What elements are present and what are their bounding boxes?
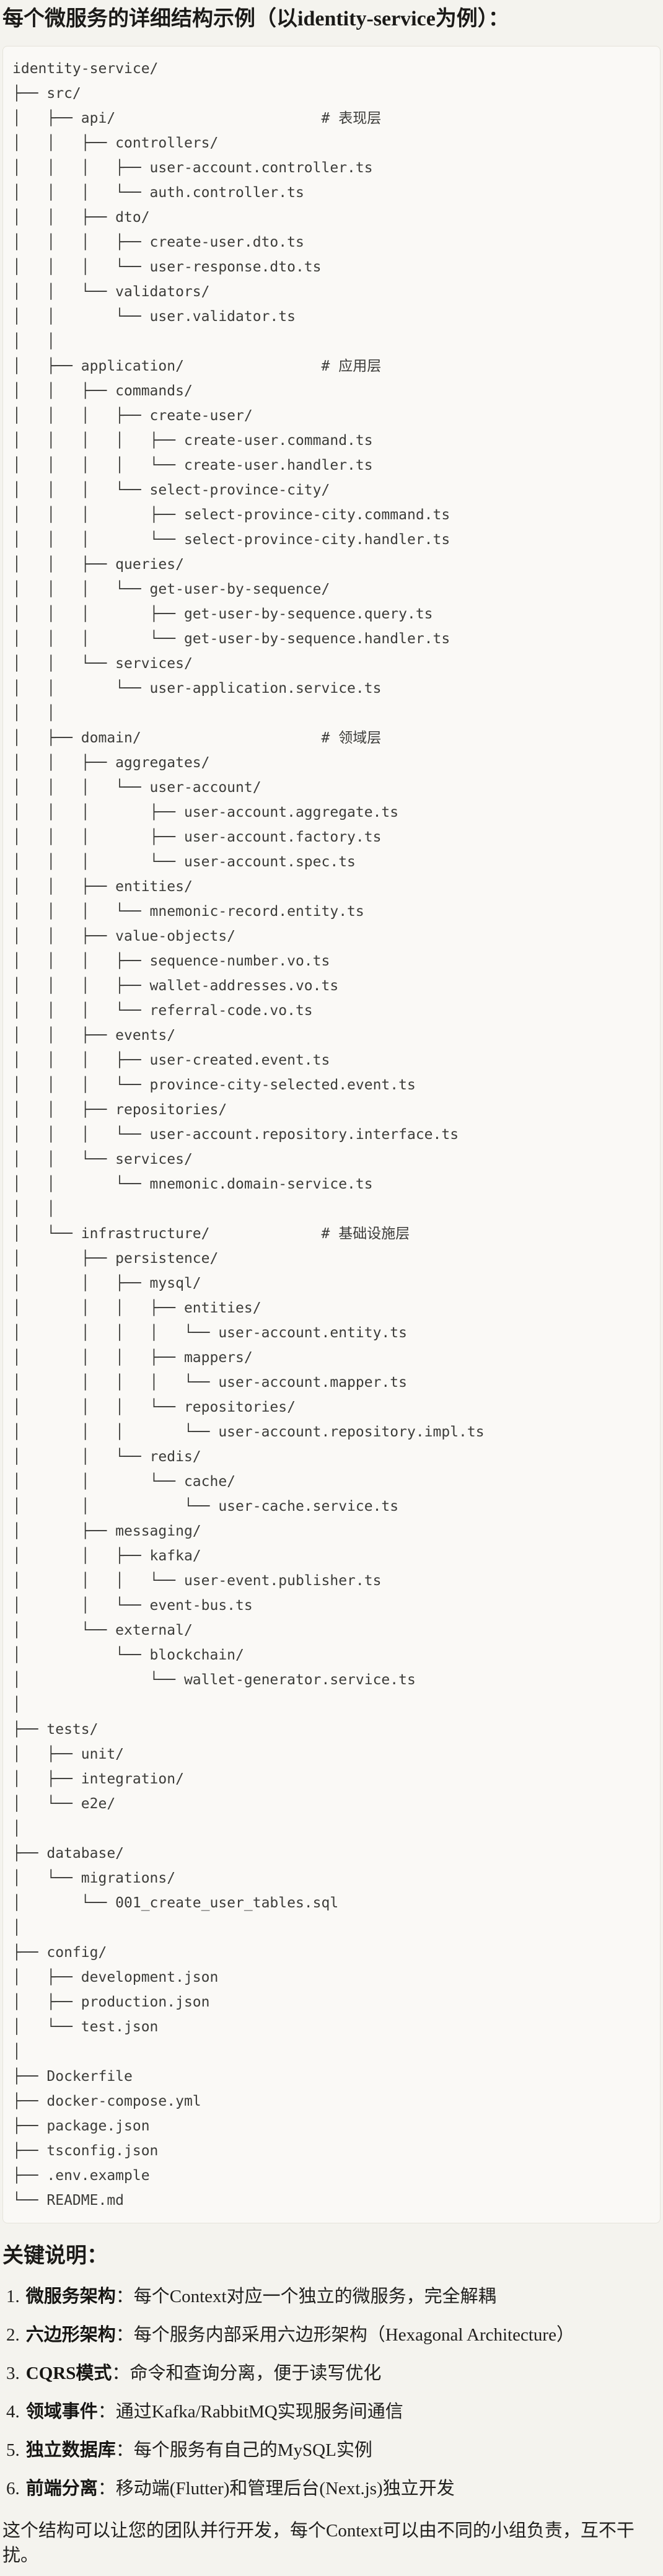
note-desc: ：每个Context对应一个独立的微服务，完全解耦: [115, 2286, 496, 2306]
note-desc: ：每个服务内部采用六边形架构（Hexagonal Architecture）: [115, 2324, 574, 2345]
document: 每个微服务的详细结构示例（以identity-service为例）： ident…: [2, 5, 661, 2568]
note-number: 6.: [6, 2478, 20, 2499]
closing-paragraph: 这个结构可以让您的团队并行开发，每个Context可以由不同的小组负责，互不干扰…: [2, 2520, 634, 2565]
directory-tree: identity-service/ ├── src/ │ ├── api/ # …: [12, 60, 485, 2209]
note-item-6: 6.前端分离：移动端(Flutter)和管理后台(Next.js)独立开发: [6, 2477, 661, 2501]
note-number: 3.: [6, 2363, 20, 2383]
note-item-3: 3.CQRS模式：命令和查询分离，便于读写优化: [6, 2362, 661, 2386]
note-item-2: 2.六边形架构：每个服务内部采用六边形架构（Hexagonal Architec…: [6, 2324, 661, 2347]
page-title: 每个微服务的详细结构示例（以identity-service为例）：: [2, 7, 509, 30]
note-desc: ：通过Kafka/RabbitMQ实现服务间通信: [97, 2401, 403, 2422]
note-number: 5.: [6, 2440, 20, 2460]
note-desc: ：移动端(Flutter)和管理后台(Next.js)独立开发: [97, 2478, 455, 2499]
note-item-4: 4.领域事件：通过Kafka/RabbitMQ实现服务间通信: [6, 2401, 661, 2424]
notes-list: 1.微服务架构：每个Context对应一个独立的微服务，完全解耦 2.六边形架构…: [2, 2285, 661, 2501]
note-desc: ：每个服务有自己的MySQL实例: [115, 2440, 372, 2460]
note-term: 微服务架构: [25, 2286, 116, 2306]
note-desc: ：命令和查询分离，便于读写优化: [112, 2363, 382, 2383]
note-number: 2.: [6, 2324, 20, 2345]
note-number: 4.: [6, 2401, 20, 2422]
note-term: 领域事件: [25, 2401, 98, 2422]
note-term: 独立数据库: [25, 2440, 116, 2460]
notes-heading: 关键说明：: [2, 2244, 108, 2267]
code-block: identity-service/ ├── src/ │ ├── api/ # …: [2, 45, 661, 2223]
note-item-5: 5.独立数据库：每个服务有自己的MySQL实例: [6, 2439, 661, 2463]
note-item-1: 1.微服务架构：每个Context对应一个独立的微服务，完全解耦: [6, 2285, 661, 2309]
note-number: 1.: [6, 2286, 20, 2306]
note-term: 六边形架构: [25, 2324, 116, 2345]
note-term: 前端分离: [25, 2478, 98, 2499]
note-term: CQRS模式: [25, 2363, 112, 2383]
